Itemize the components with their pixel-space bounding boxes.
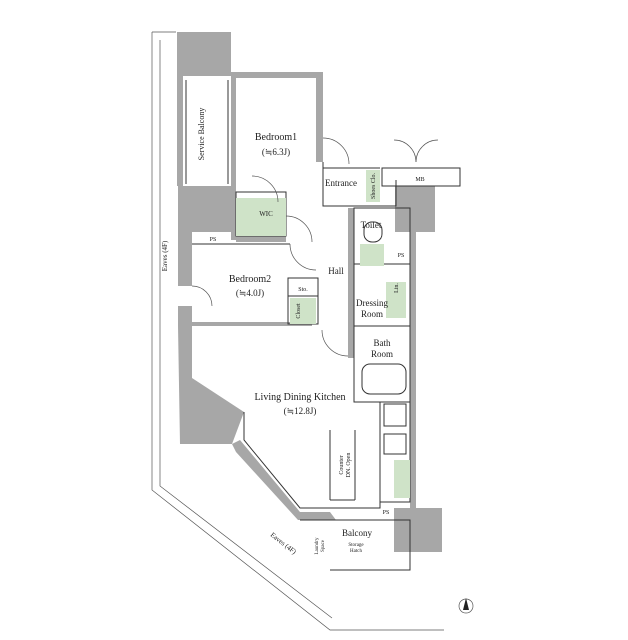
walls xyxy=(177,32,442,552)
room-area-bedroom1: (≒6.3J) xyxy=(262,147,290,157)
closet xyxy=(290,298,316,324)
label-linen: Lin. xyxy=(394,283,400,293)
room-area-ldk: (≒12.8J) xyxy=(284,406,317,416)
label-storage: Sto. xyxy=(298,287,308,293)
room-name-wic: WIC xyxy=(259,210,273,218)
label-storage-hatch-2: Hatch xyxy=(350,549,362,554)
label-shoes-closet: Shoes Clo. xyxy=(371,173,377,200)
wic-shelf xyxy=(236,198,286,236)
label-closet: Closet xyxy=(296,303,302,319)
room-name-bath-1: Bath xyxy=(374,338,391,348)
label-eaves-bottom: Eaves (4F) xyxy=(269,531,299,557)
room-area-bedroom2: (≒4.0J) xyxy=(236,288,264,298)
hall-door xyxy=(285,215,313,243)
label-ps-left: PS xyxy=(210,237,217,243)
label-counter-1: Counter xyxy=(339,455,345,474)
room-name-toilet: Toilet xyxy=(361,220,382,230)
room-name-bath-2: Room xyxy=(371,349,393,359)
label-laundry-2: Space xyxy=(321,539,326,552)
toilet-bowl xyxy=(363,221,383,243)
bedroom2-door xyxy=(289,243,317,271)
balcony-door-2 xyxy=(415,139,439,163)
room-name-balcony: Balcony xyxy=(342,528,372,538)
label-eaves-left: Eaves (4F) xyxy=(161,240,169,271)
fixtures xyxy=(236,170,410,498)
label-storage-hatch-1: Storage xyxy=(348,543,364,548)
label-counter-2: DN. Open xyxy=(346,453,352,478)
room-name-service-balcony: Service Balcony xyxy=(197,108,206,161)
interior-lines xyxy=(185,80,461,571)
label-ps-right: PS xyxy=(398,253,405,259)
labels: Bedroom1 (≒6.3J) Bedroom2 (≒4.0J) Living… xyxy=(161,108,425,557)
stove xyxy=(383,433,407,455)
room-name-entrance: Entrance xyxy=(325,178,357,188)
ldk-door xyxy=(321,329,349,357)
kitchen-fridge xyxy=(394,460,410,498)
balcony-door-1 xyxy=(393,139,417,163)
bedroom2-window xyxy=(191,285,213,307)
bedroom1-door xyxy=(251,175,279,203)
room-name-dressing-1: Dressing xyxy=(356,298,388,308)
doors xyxy=(191,137,439,357)
room-name-hall: Hall xyxy=(328,266,344,276)
sink xyxy=(383,403,407,427)
room-name-bedroom1: Bedroom1 xyxy=(255,132,297,143)
room-name-ldk: Living Dining Kitchen xyxy=(254,392,345,403)
shoes-closet xyxy=(366,170,380,202)
label-mb: MB xyxy=(415,177,424,183)
room-name-dressing-2: Room xyxy=(361,309,383,319)
eaves-outline xyxy=(151,31,444,631)
label-ps-bottom: PS xyxy=(383,510,390,516)
north-arrow-icon xyxy=(458,598,474,614)
label-laundry-1: Laundry xyxy=(315,537,320,554)
linen xyxy=(386,282,406,318)
toilet-fixture xyxy=(360,244,384,266)
bathtub xyxy=(361,363,407,395)
room-name-bedroom2: Bedroom2 xyxy=(229,274,271,285)
entrance-door xyxy=(322,137,350,165)
